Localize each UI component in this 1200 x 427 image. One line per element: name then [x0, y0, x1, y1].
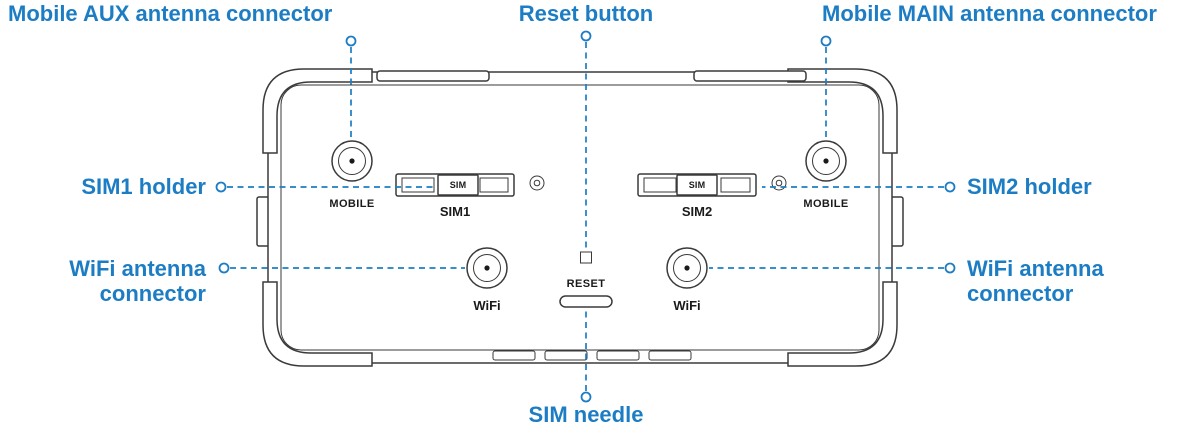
callout-sim-needle-marker — [580, 391, 592, 403]
bottom-vent-1 — [492, 350, 536, 361]
sim2-tray: SIM — [637, 173, 757, 197]
callout-sim-needle-label: SIM needle — [529, 402, 644, 427]
callout-wifi-left-line1: WiFi antenna — [69, 256, 206, 281]
callout-wifi-left: WiFi antenna connector — [69, 256, 465, 306]
corner-bumper-bottom-left — [262, 281, 373, 367]
mobile-main-port-label: MOBILE — [803, 198, 848, 210]
wifi-left-connector — [466, 247, 508, 289]
reset-port-label: RESET — [567, 278, 606, 290]
left-side-tab — [256, 196, 270, 247]
wifi-right-connector — [666, 247, 708, 289]
callout-sim1-holder: SIM1 holder — [81, 174, 436, 199]
bottom-vent-2 — [544, 350, 588, 361]
callout-sim2-holder: SIM2 holder — [762, 174, 1092, 199]
callout-sim2-marker — [944, 181, 956, 193]
top-groove-left — [376, 70, 490, 82]
callout-mobile-aux-label: Mobile AUX antenna connector — [8, 1, 333, 26]
wifi-right-port-label: WiFi — [673, 298, 700, 313]
bottom-vent-3 — [596, 350, 640, 361]
callout-wifi-right-line2: connector — [967, 281, 1074, 306]
callout-mobile-aux: Mobile AUX antenna connector — [8, 1, 357, 141]
right-side-tab — [890, 196, 904, 247]
device-outline — [267, 71, 893, 364]
callout-wifi-left-marker — [218, 262, 230, 274]
callout-wifi-left-line2: connector — [100, 281, 207, 306]
reset-button-square — [580, 251, 592, 264]
sim2-port-label: SIM2 — [682, 204, 712, 219]
sim1-screw — [529, 175, 545, 191]
callout-mobile-main: Mobile MAIN antenna connector — [820, 1, 1157, 141]
callout-wifi-right-line1: WiFi antenna — [967, 256, 1104, 281]
sim2-chip-label: SIM — [689, 180, 706, 190]
callout-reset-marker — [580, 30, 592, 42]
callout-wifi-right: WiFi antenna connector — [709, 256, 1104, 306]
device-inner-line — [280, 84, 880, 351]
callout-reset-button: Reset button — [519, 1, 653, 250]
sim1-chip-label: SIM — [450, 180, 467, 190]
callout-reset-label: Reset button — [519, 1, 653, 26]
callout-sim2-label: SIM2 holder — [967, 174, 1092, 199]
callout-sim1-marker — [215, 181, 227, 193]
callout-sim1-label: SIM1 holder — [81, 174, 206, 199]
wifi-left-port-label: WiFi — [473, 298, 500, 313]
mobile-aux-connector — [331, 140, 373, 182]
corner-bumper-top-left — [262, 68, 373, 154]
mobile-aux-port-label: MOBILE — [329, 198, 374, 210]
callout-mobile-aux-marker — [345, 35, 357, 47]
device-body — [256, 68, 904, 367]
sim1-tray: SIM — [395, 173, 515, 197]
sim-needle-slot — [559, 295, 613, 308]
corner-bumper-bottom-right — [787, 281, 898, 367]
sim2-screw — [771, 175, 787, 191]
bottom-vent-4 — [648, 350, 692, 361]
top-groove-right — [693, 70, 807, 82]
callout-mobile-main-marker — [820, 35, 832, 47]
callout-wifi-right-marker — [944, 262, 956, 274]
callout-mobile-main-label: Mobile MAIN antenna connector — [822, 1, 1157, 26]
sim1-port-label: SIM1 — [440, 204, 470, 219]
callout-sim-needle: SIM needle — [529, 309, 644, 427]
mobile-main-connector — [805, 140, 847, 182]
